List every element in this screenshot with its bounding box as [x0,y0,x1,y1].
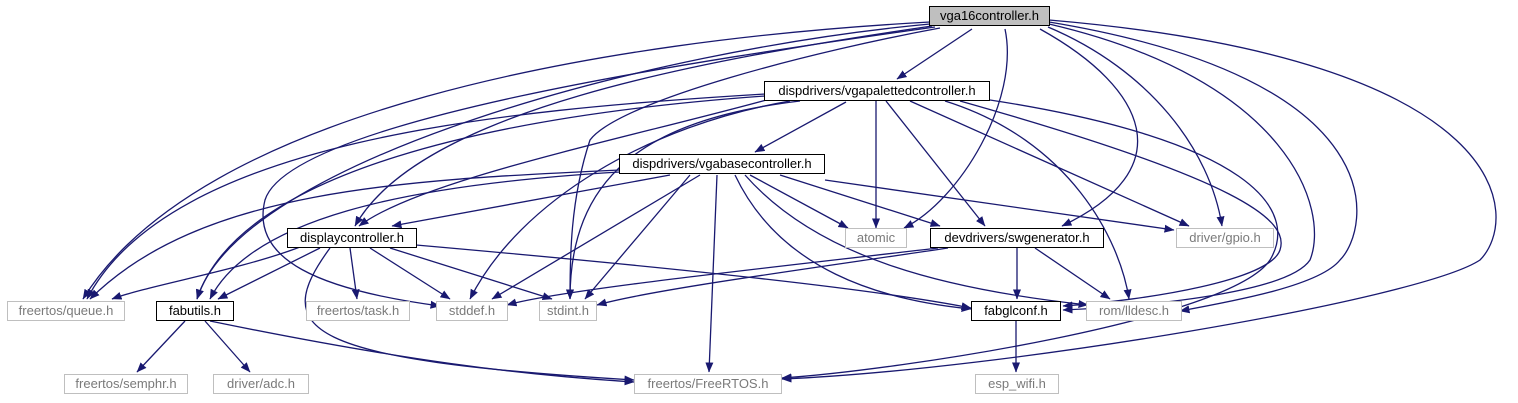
edge-vga16-fabglconf [1048,23,1316,314]
edge-vgabase-lldesc [744,174,1089,308]
dependency-edges [82,19,1497,386]
node-displaycontroller[interactable]: displaycontroller.h [287,228,417,248]
edge-vgabase-swgen [779,174,941,227]
node-driver-adc: driver/adc.h [213,374,309,394]
node-driver-gpio: driver/gpio.h [1176,228,1274,248]
edge-vgapal-vgabase [754,101,847,153]
edge-vgabase-gpio [824,179,1175,233]
edge-vga16-freertos [781,19,1497,383]
edge-vgapal-lldesc [944,100,1132,300]
edge-fabutils-adc [204,320,251,373]
node-rom-lldesc: rom/lldesc.h [1086,301,1182,321]
edge-vgabase-fabglconf [734,174,972,313]
edge-disp-fabutils [217,247,321,300]
edge-fabutils-semphr [136,320,186,373]
edge-vga16-vgapal [896,28,973,80]
edge-vga16-stddef [262,26,936,309]
node-swgenerator[interactable]: devdrivers/swgenerator.h [930,228,1104,248]
edge-swgen-stdint [596,247,949,307]
edge-vgapal-freertos [781,99,1279,382]
node-vgabasecontroller[interactable]: dispdrivers/vgabasecontroller.h [619,154,825,174]
edge-disp-queue [111,246,301,300]
node-atomic: atomic [845,228,907,248]
node-freertos-semphr: freertos/semphr.h [64,374,188,394]
edge-disp-stdint [389,247,553,300]
node-freertos-task: freertos/task.h [306,301,410,321]
node-fabutils[interactable]: fabutils.h [156,301,234,321]
node-freertos-freertos: freertos/FreeRTOS.h [634,374,782,394]
edge-vgapal-dispctrl [358,98,771,227]
node-fabglconf[interactable]: fabglconf.h [971,301,1061,321]
node-stdint: stdint.h [539,301,597,321]
node-stddef: stddef.h [436,301,508,321]
edge-vga16-gpio [1047,26,1225,227]
node-esp-wifi: esp_wifi.h [975,374,1059,394]
edge-vgabase-queue [89,169,621,300]
edge-vgapal-stdint [566,100,801,300]
edge-vga16-lldesc [1048,21,1358,314]
edge-vgapal-swgen [885,100,986,227]
edge-vgapal-stddef [469,100,791,300]
edge-vgabase-atomic [749,174,849,229]
edge-vga16-swgen [1039,28,1139,227]
edge-disp-fabglconf [415,244,972,311]
edge-vga16-stdint [566,27,941,300]
edge-vgabase-fabutils [209,171,621,300]
edge-disp-stddef [369,247,451,300]
edge-vgapal-fabglconf [959,100,1282,310]
edge-disp-task [349,247,360,300]
edge-vgapal-fabutils [196,95,766,300]
edge-vgapal-queue [86,93,766,300]
edge-vgapal-gpio [909,100,1190,227]
edge-vga16-queue [82,21,931,300]
edge-vgabase-stdint [584,174,691,300]
edge-vgabase-dispctrl [391,174,671,229]
edge-vga16-atomic [903,28,1008,229]
edge-fabutils-freertos [209,320,635,386]
node-vga16controller[interactable]: vga16controller.h [929,6,1050,26]
node-freertos-queue: freertos/queue.h [7,301,125,321]
node-vgapalettedcontroller[interactable]: dispdrivers/vgapalettedcontroller.h [764,81,990,101]
edge-swgen-stddef [506,247,939,307]
edge-swgen-lldesc [1034,247,1111,300]
edge-vgabase-stddef [491,174,701,300]
edge-vga16-fabutils [196,23,931,300]
